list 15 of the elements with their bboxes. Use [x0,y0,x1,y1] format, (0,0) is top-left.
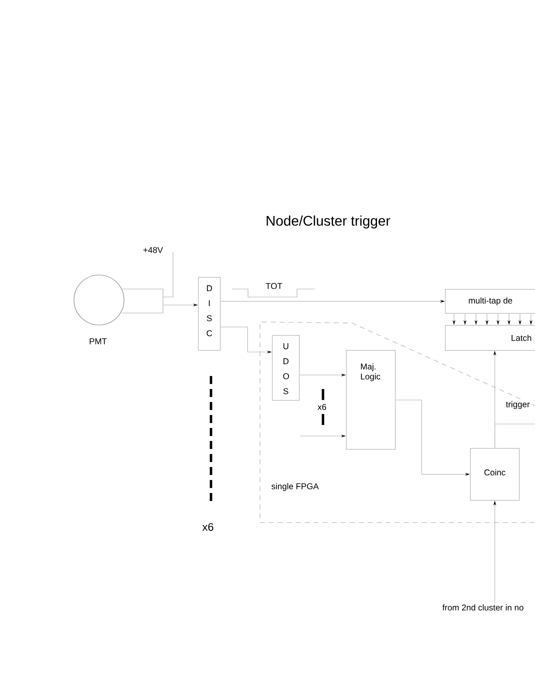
latch-box: Latch [445,325,535,351]
node-label: PMT [90,338,107,344]
block-box: D I S C [198,277,221,351]
text-label: +48V [143,247,163,253]
edge-label: trigger [504,400,531,410]
logic-box: Maj. Logic [346,350,396,450]
coinc-box: Coinc [470,448,520,501]
block-box: U D O S [272,335,300,401]
title: Node/Cluster trigger [266,216,390,228]
text-label: x6 [318,404,326,410]
pmt-drawing: PMT [74,274,164,344]
delay-box: multi-tap de [445,289,535,314]
text-label: x6 [202,523,214,531]
text-label: TOT [266,283,282,289]
source-text: from 2nd cluster in no [442,604,524,611]
